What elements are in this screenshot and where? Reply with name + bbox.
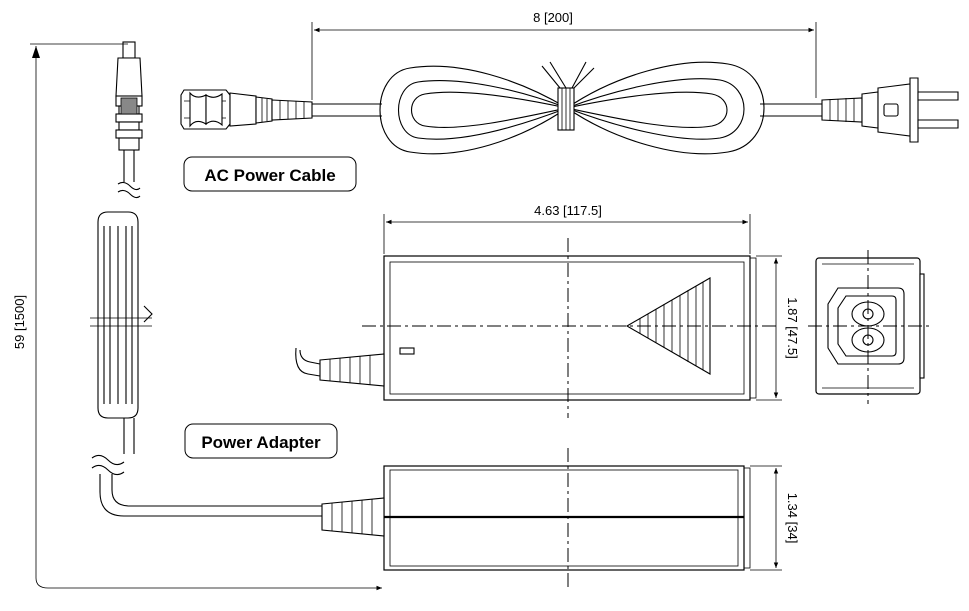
adapter-side-view: 1.34 [34] — [321, 448, 800, 588]
adapter-height-dimension: 1.34 [34] — [750, 465, 800, 571]
dc-cable-length-text: 59 [1500] — [12, 295, 27, 349]
dc-strain-relief-side — [321, 497, 385, 537]
power-adapter-text: Power Adapter — [201, 433, 321, 452]
adapter-length-text: 4.63 [117.5] — [534, 203, 602, 218]
ac-cable-coil — [312, 61, 822, 155]
adapter-width-dimension: 1.87 [47.5] — [756, 255, 800, 401]
ac-power-cable-label: AC Power Cable — [183, 156, 357, 192]
ac-power-cable-drawing: 8 [200] AC Power Cable — [180, 10, 959, 192]
ac-power-cable-text: AC Power Cable — [204, 166, 335, 185]
iec-c7-connector — [180, 89, 313, 130]
ac-cable-length-text: 8 [200] — [533, 10, 573, 25]
c8-inlet-socket — [851, 301, 885, 353]
adapter-length-dimension: 4.63 [117.5] — [383, 203, 751, 254]
adapter-height-text: 1.34 [34] — [785, 493, 800, 544]
ac-cable-length-dimension: 8 [200] — [311, 10, 817, 100]
dc-cable-coil — [90, 211, 153, 419]
power-adapter-label: Power Adapter — [184, 423, 338, 459]
adapter-top-view: 4.63 [117.5] 1.87 [47.5] — [295, 203, 800, 418]
dc-cable-length-dimension: 59 [1500] — [12, 43, 382, 591]
dc-barrel-plug — [115, 41, 143, 151]
adapter-end-view — [808, 250, 930, 404]
adapter-width-text: 1.87 [47.5] — [785, 297, 800, 358]
nema-plug — [821, 77, 959, 143]
dc-output-cable-drawing: 59 [1500] — [12, 41, 382, 591]
dc-strain-relief-top — [295, 347, 385, 387]
